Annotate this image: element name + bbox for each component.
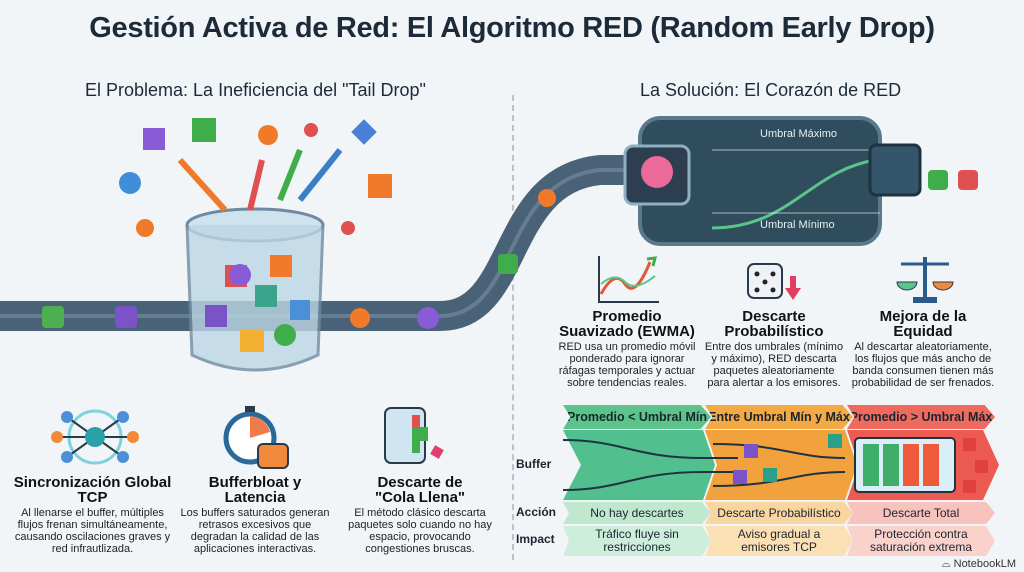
notebooklm-logo-icon: ⌓	[941, 558, 954, 570]
feature-fairness: Mejora de la Equidad Al descartar aleato…	[851, 308, 995, 389]
packet	[763, 468, 777, 482]
section-divider	[512, 95, 514, 560]
network-pipeline-illustration	[0, 116, 978, 372]
header-below-min: Promedio < Umbral Mín	[563, 405, 711, 429]
action-above-max: Descarte Total	[847, 502, 995, 524]
dice-icon	[747, 263, 801, 300]
impact-between: Aviso gradual a emisores TCP	[705, 526, 853, 556]
action-below-min: No hay descartes	[563, 502, 711, 524]
overflow-packets	[119, 118, 392, 237]
umbral-max-label: Umbral Máximo	[760, 128, 838, 140]
row-label-impact: Impact	[516, 532, 555, 546]
row-label-buffer: Buffer	[516, 457, 552, 471]
page-title: Gestión Activa de Red: El Algoritmo RED …	[89, 12, 935, 44]
impact-below-min: Tráfico fluye sin restricciones	[563, 526, 711, 556]
feature-ewma: Promedio Suavizado (EWMA) RED usa un pro…	[558, 308, 696, 389]
feature-tail-drop: Descarte de "Cola Llena" El método clási…	[348, 474, 492, 555]
buffer-row-illustration	[563, 430, 999, 500]
umbral-min-label: Umbral Mínimo	[760, 219, 835, 231]
feature-tcp-sync: Sincronización Global TCP Al llenarse el…	[13, 474, 172, 555]
notebooklm-brand: ⌓ NotebookLM	[941, 558, 1016, 570]
packet	[744, 444, 758, 458]
feature-probabilistic: Descarte Probabilístico Entre dos umbral…	[704, 308, 844, 389]
stopwatch-icon	[223, 406, 289, 469]
problem-subtitle: El Problema: La Ineficiencia del "Tail D…	[85, 80, 426, 100]
bucket-icon	[185, 207, 325, 372]
trend-chart-icon	[598, 256, 659, 303]
action-between: Descarte Probabilístico	[705, 502, 853, 524]
packet	[733, 470, 747, 484]
packets-on-pipe	[42, 170, 978, 329]
header-between: Entre Umbral Mín y Máx	[705, 405, 853, 429]
solution-subtitle: La Solución: El Corazón de RED	[640, 80, 902, 100]
scales-icon	[896, 257, 954, 303]
network-sync-icon	[51, 409, 139, 465]
packet	[828, 434, 842, 448]
row-label-action: Acción	[516, 505, 557, 519]
feature-bufferbloat: Bufferbloat y Latencia Los buffers satur…	[180, 474, 330, 555]
header-above-max: Promedio > Umbral Máx	[847, 405, 995, 429]
impact-above-max: Protección contra saturación extrema	[847, 526, 995, 556]
full-queue-icon	[384, 407, 444, 464]
red-tube-icon	[623, 116, 922, 246]
